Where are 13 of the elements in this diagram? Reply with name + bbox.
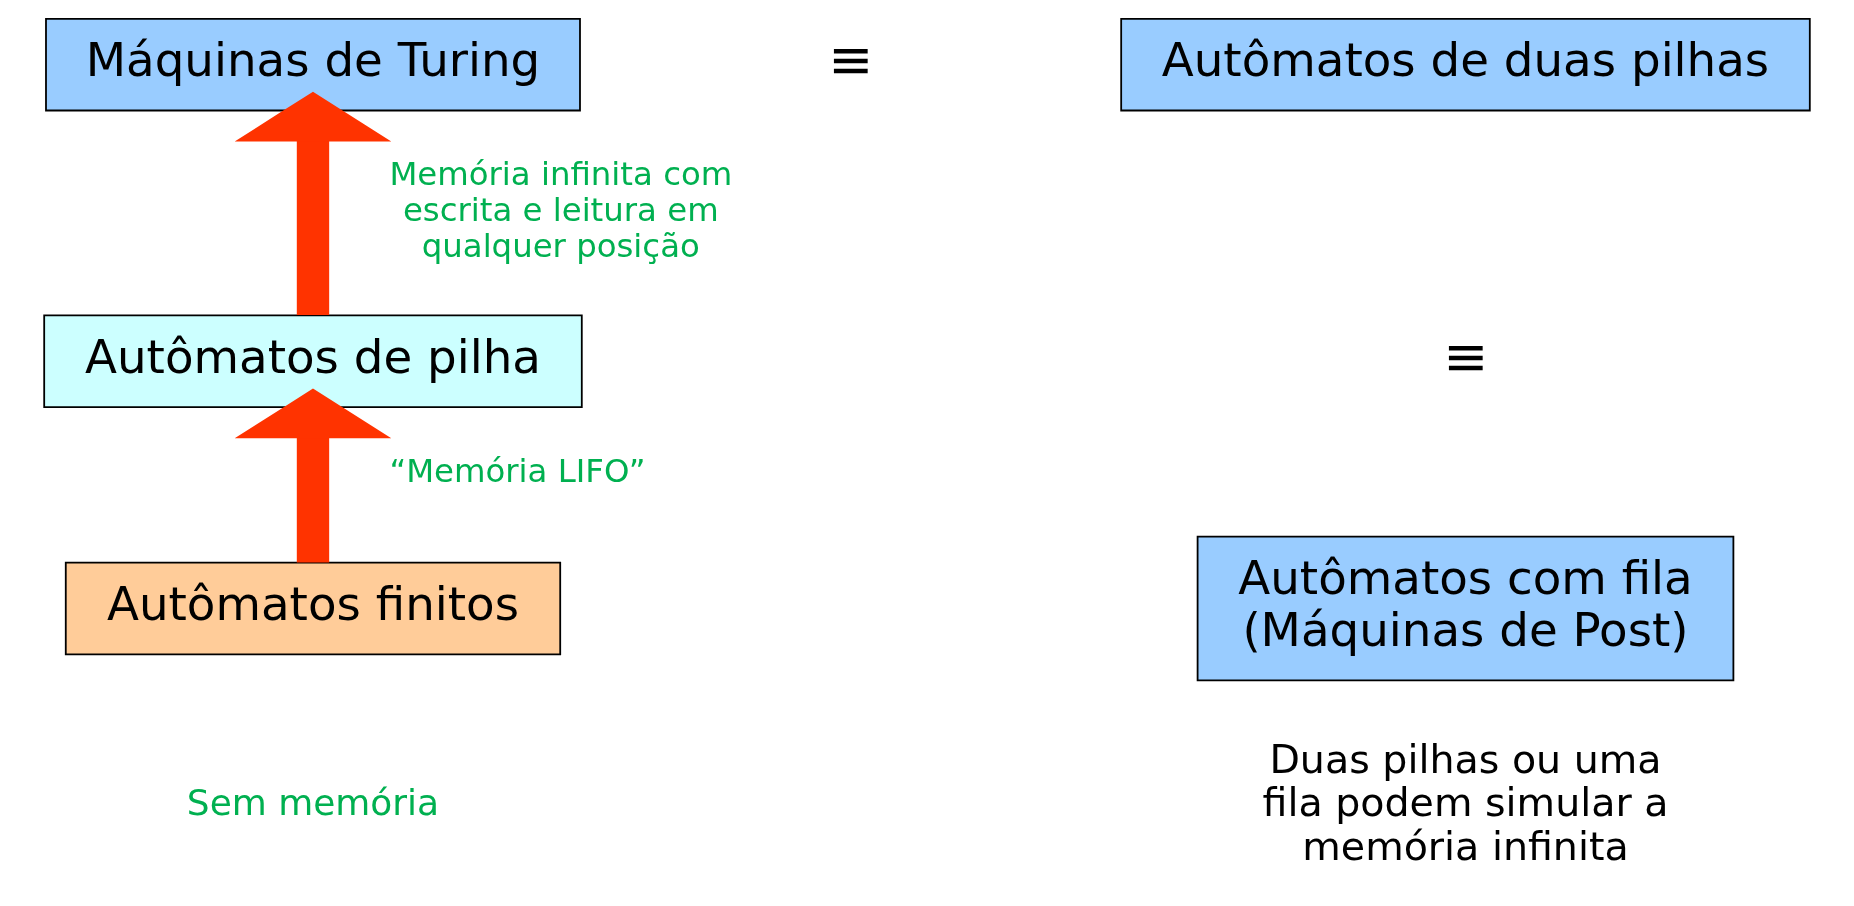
label: ≡	[827, 28, 874, 92]
edge-label: Memória infinita com escrita e leitura em qualquer posição	[389, 154, 733, 265]
node-box: Máquinas de Turing	[45, 17, 581, 112]
label: Duas pilhas ou uma fila podem simular a memória infinita	[1262, 736, 1669, 869]
arrow	[234, 91, 392, 315]
node-label: Sem memória	[186, 782, 440, 824]
node-box: Autômatos de duas pilhas	[1120, 17, 1811, 112]
node-box: Autômatos de pilha	[43, 314, 583, 409]
node-box: Autômatos finitos	[64, 561, 562, 656]
node-box: Autômatos com fila (Máquinas de Post)	[1196, 535, 1735, 682]
arrow	[234, 388, 392, 563]
label: ≡	[1442, 324, 1489, 388]
edge-label: “Memória LIFO”	[389, 451, 646, 490]
